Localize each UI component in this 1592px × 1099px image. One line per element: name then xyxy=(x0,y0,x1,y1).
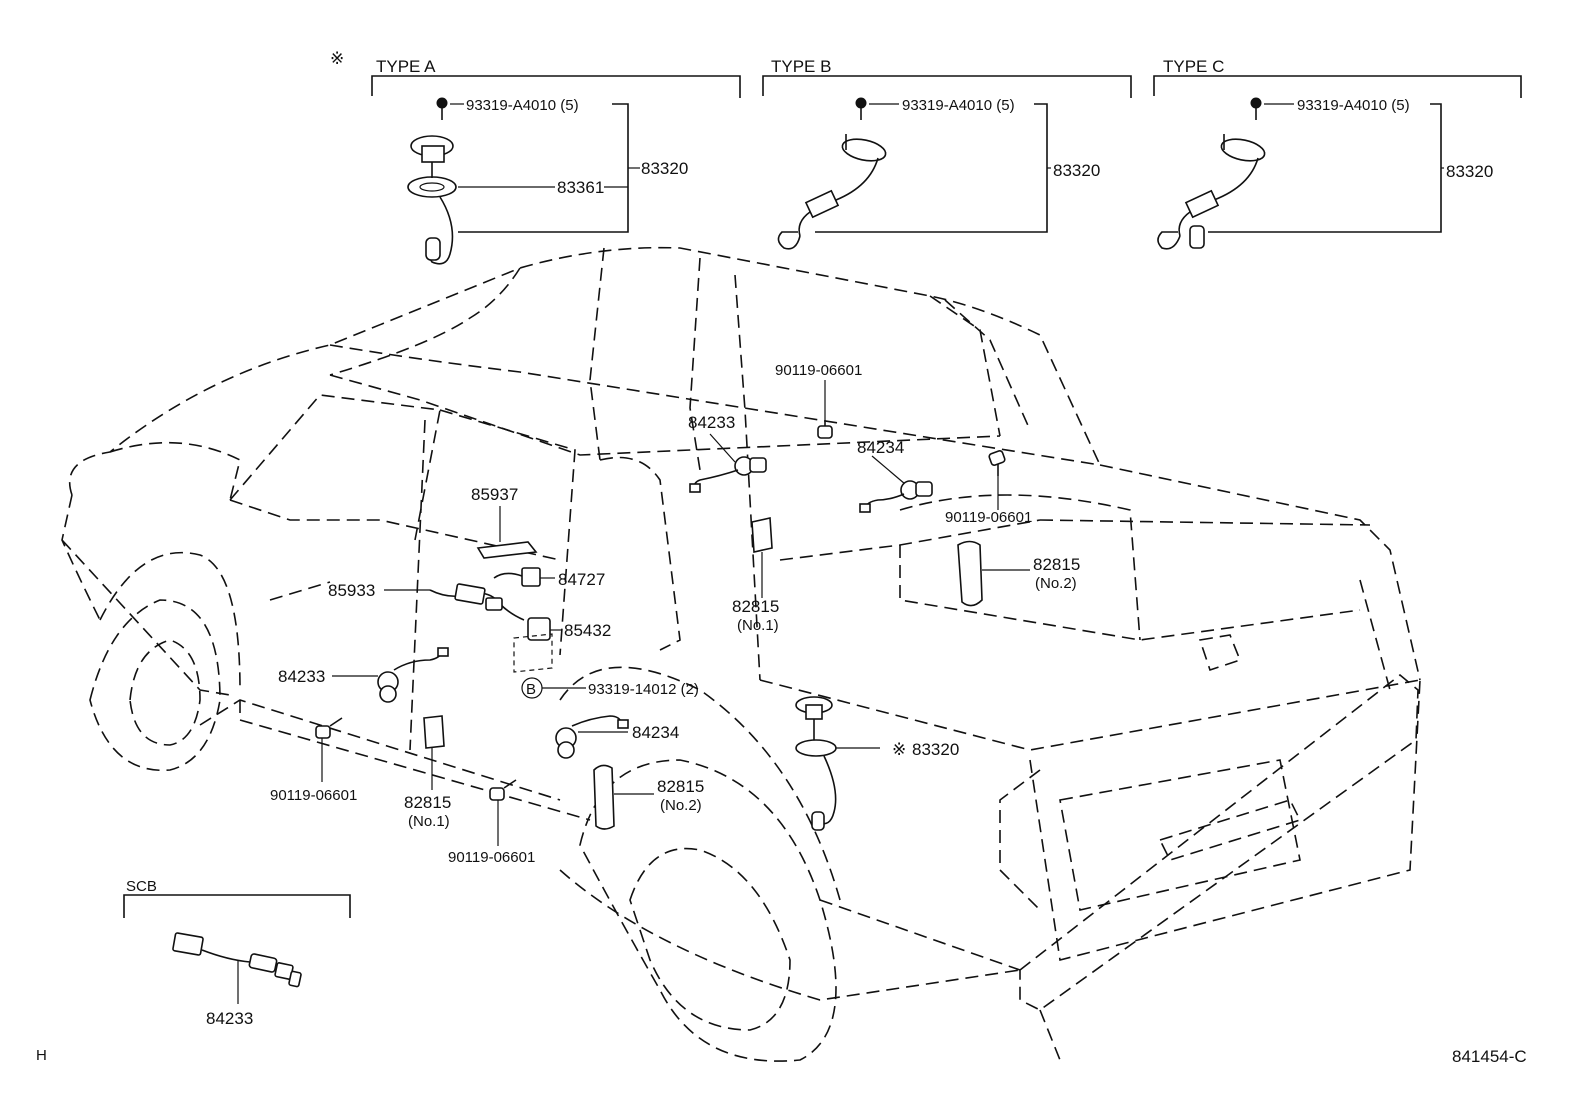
type-a-label: TYPE A xyxy=(376,57,436,76)
diagram-id: 841454-C xyxy=(1452,1047,1527,1066)
callout-pad-front-note: (No.1) xyxy=(408,813,450,830)
type-b-screw: 93319-A4010 (5) xyxy=(902,97,1015,114)
callouts: 90119-06601 84233 84234 90 xyxy=(270,362,1080,866)
fuel-sender-icon xyxy=(795,696,837,831)
callout-screw-b-mark: B xyxy=(526,681,536,698)
callout-pad-rear-door: 82815 xyxy=(657,777,704,796)
bolt-icon xyxy=(489,779,517,801)
type-b-group: TYPE B 93319-A4010 (5) 83320 xyxy=(762,57,1132,250)
fuel-sender-icon xyxy=(407,135,457,265)
sensor-icon xyxy=(172,932,302,988)
callout-relay: 84727 xyxy=(558,570,605,589)
callout-pad-rear-right: 82815 xyxy=(1033,555,1080,574)
fuel-sender-icon xyxy=(1157,134,1266,250)
callout-sender-ref-mark: ※ xyxy=(892,740,906,759)
truck-outline xyxy=(61,246,1421,1062)
cushion-pad-icon xyxy=(957,540,983,607)
screw-icon xyxy=(1250,97,1262,120)
door-switch-icon xyxy=(859,480,933,513)
callout-label-plate: 85937 xyxy=(471,485,518,504)
callout-pad-rear-center-note: (No.1) xyxy=(737,617,779,634)
callout-bolt-rear-mid: 90119-06601 xyxy=(945,509,1032,526)
fuel-sender-icon xyxy=(777,134,887,250)
callout-wire: 85933 xyxy=(328,581,375,600)
bolt-icon xyxy=(988,450,1006,476)
bolt-icon xyxy=(315,717,343,739)
callout-pad-rear-door-note: (No.2) xyxy=(660,797,702,814)
door-switch-icon xyxy=(555,715,629,759)
door-switch-icon xyxy=(377,647,449,703)
note-mark: ※ xyxy=(330,49,344,68)
type-a-assembly: 83320 xyxy=(641,159,688,178)
relay-icon xyxy=(493,567,541,587)
callout-switch-front: 84233 xyxy=(278,667,325,686)
callout-screw-b: 93319-14012 (2) xyxy=(588,681,699,698)
type-c-assembly: 83320 xyxy=(1446,162,1493,181)
type-b-assembly: 83320 xyxy=(1053,161,1100,180)
scb-group: SCB 84233 xyxy=(123,878,351,1028)
type-c-group: TYPE C 93319-A4010 (5) 83320 xyxy=(1153,57,1522,250)
cushion-pad-icon xyxy=(751,517,773,553)
cushion-pad-icon xyxy=(423,715,445,749)
callout-bolt-rear-upper: 90119-06601 xyxy=(775,362,862,379)
callout-bolt-front: 90119-06601 xyxy=(270,787,357,804)
corner-code: H xyxy=(36,1047,47,1064)
bolt-icon xyxy=(817,420,833,439)
type-a-gasket: 83361 xyxy=(557,178,604,197)
buzzer-icon xyxy=(513,617,553,673)
callout-sender-ref: 83320 xyxy=(912,740,959,759)
type-a-group: TYPE A 93319-A4010 (5) 83320 8336 xyxy=(371,57,741,265)
callout-bolt-rear-door: 90119-06601 xyxy=(448,849,535,866)
callout-pad-front: 82815 xyxy=(404,793,451,812)
callout-pad-rear-right-note: (No.2) xyxy=(1035,575,1077,592)
type-b-label: TYPE B xyxy=(771,57,831,76)
callout-switch-rear-door: 84234 xyxy=(632,723,679,742)
screw-icon xyxy=(855,97,867,120)
cushion-pad-icon xyxy=(593,764,615,830)
type-c-label: TYPE C xyxy=(1163,57,1224,76)
callout-switch-rear-upper: 84233 xyxy=(688,413,735,432)
screw-icon xyxy=(436,97,448,120)
callout-buzzer: 85432 xyxy=(564,621,611,640)
wire-harness-icon xyxy=(429,583,525,621)
callout-switch-rear-mid: 84234 xyxy=(857,438,904,457)
door-switch-icon xyxy=(689,456,767,493)
type-c-screw: 93319-A4010 (5) xyxy=(1297,97,1410,114)
scb-part: 84233 xyxy=(206,1009,253,1028)
label-plate-icon xyxy=(476,541,538,559)
type-a-screw: 93319-A4010 (5) xyxy=(466,97,579,114)
scb-label: SCB xyxy=(126,878,157,895)
callout-pad-rear-center: 82815 xyxy=(732,597,779,616)
type-legend: ※ TYPE A 93319-A4010 (5) 83320 xyxy=(330,49,1522,265)
